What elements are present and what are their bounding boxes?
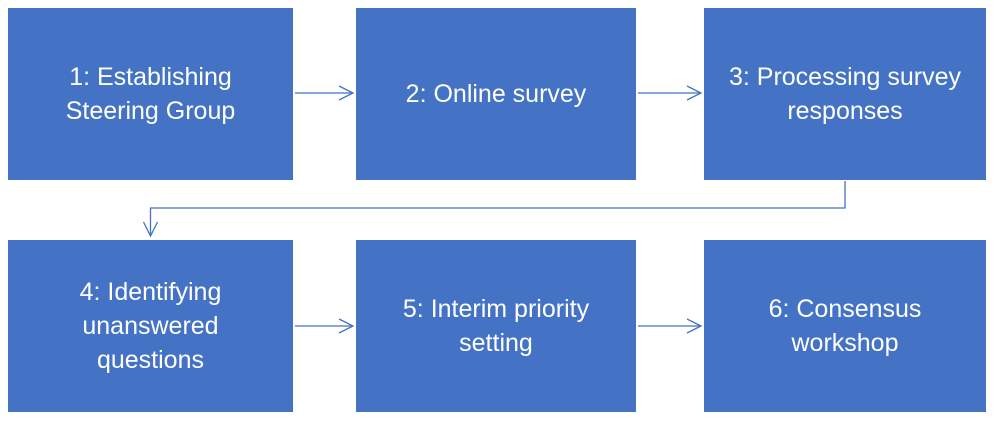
step-box-2: 2: Online survey [356, 8, 636, 180]
step-box-1: 1: Establishing Steering Group [8, 8, 293, 180]
step-label-3: 3: Processing survey responses [728, 63, 962, 125]
step-box-5: 5: Interim priority setting [356, 240, 636, 412]
step-label-1: 1: Establishing Steering Group [65, 63, 236, 125]
step-box-6: 6: Consensus workshop [704, 240, 986, 412]
step-label-4: 4: Identifying unanswered questions [79, 278, 222, 374]
step-box-3: 3: Processing survey responses [704, 8, 986, 180]
step-label-2: 2: Online survey [405, 80, 587, 108]
step-label-5: 5: Interim priority setting [402, 295, 590, 357]
step-label-6: 6: Consensus workshop [768, 295, 922, 357]
connector-step3-step4 [142, 181, 846, 238]
step-box-4: 4: Identifying unanswered questions [8, 240, 293, 412]
